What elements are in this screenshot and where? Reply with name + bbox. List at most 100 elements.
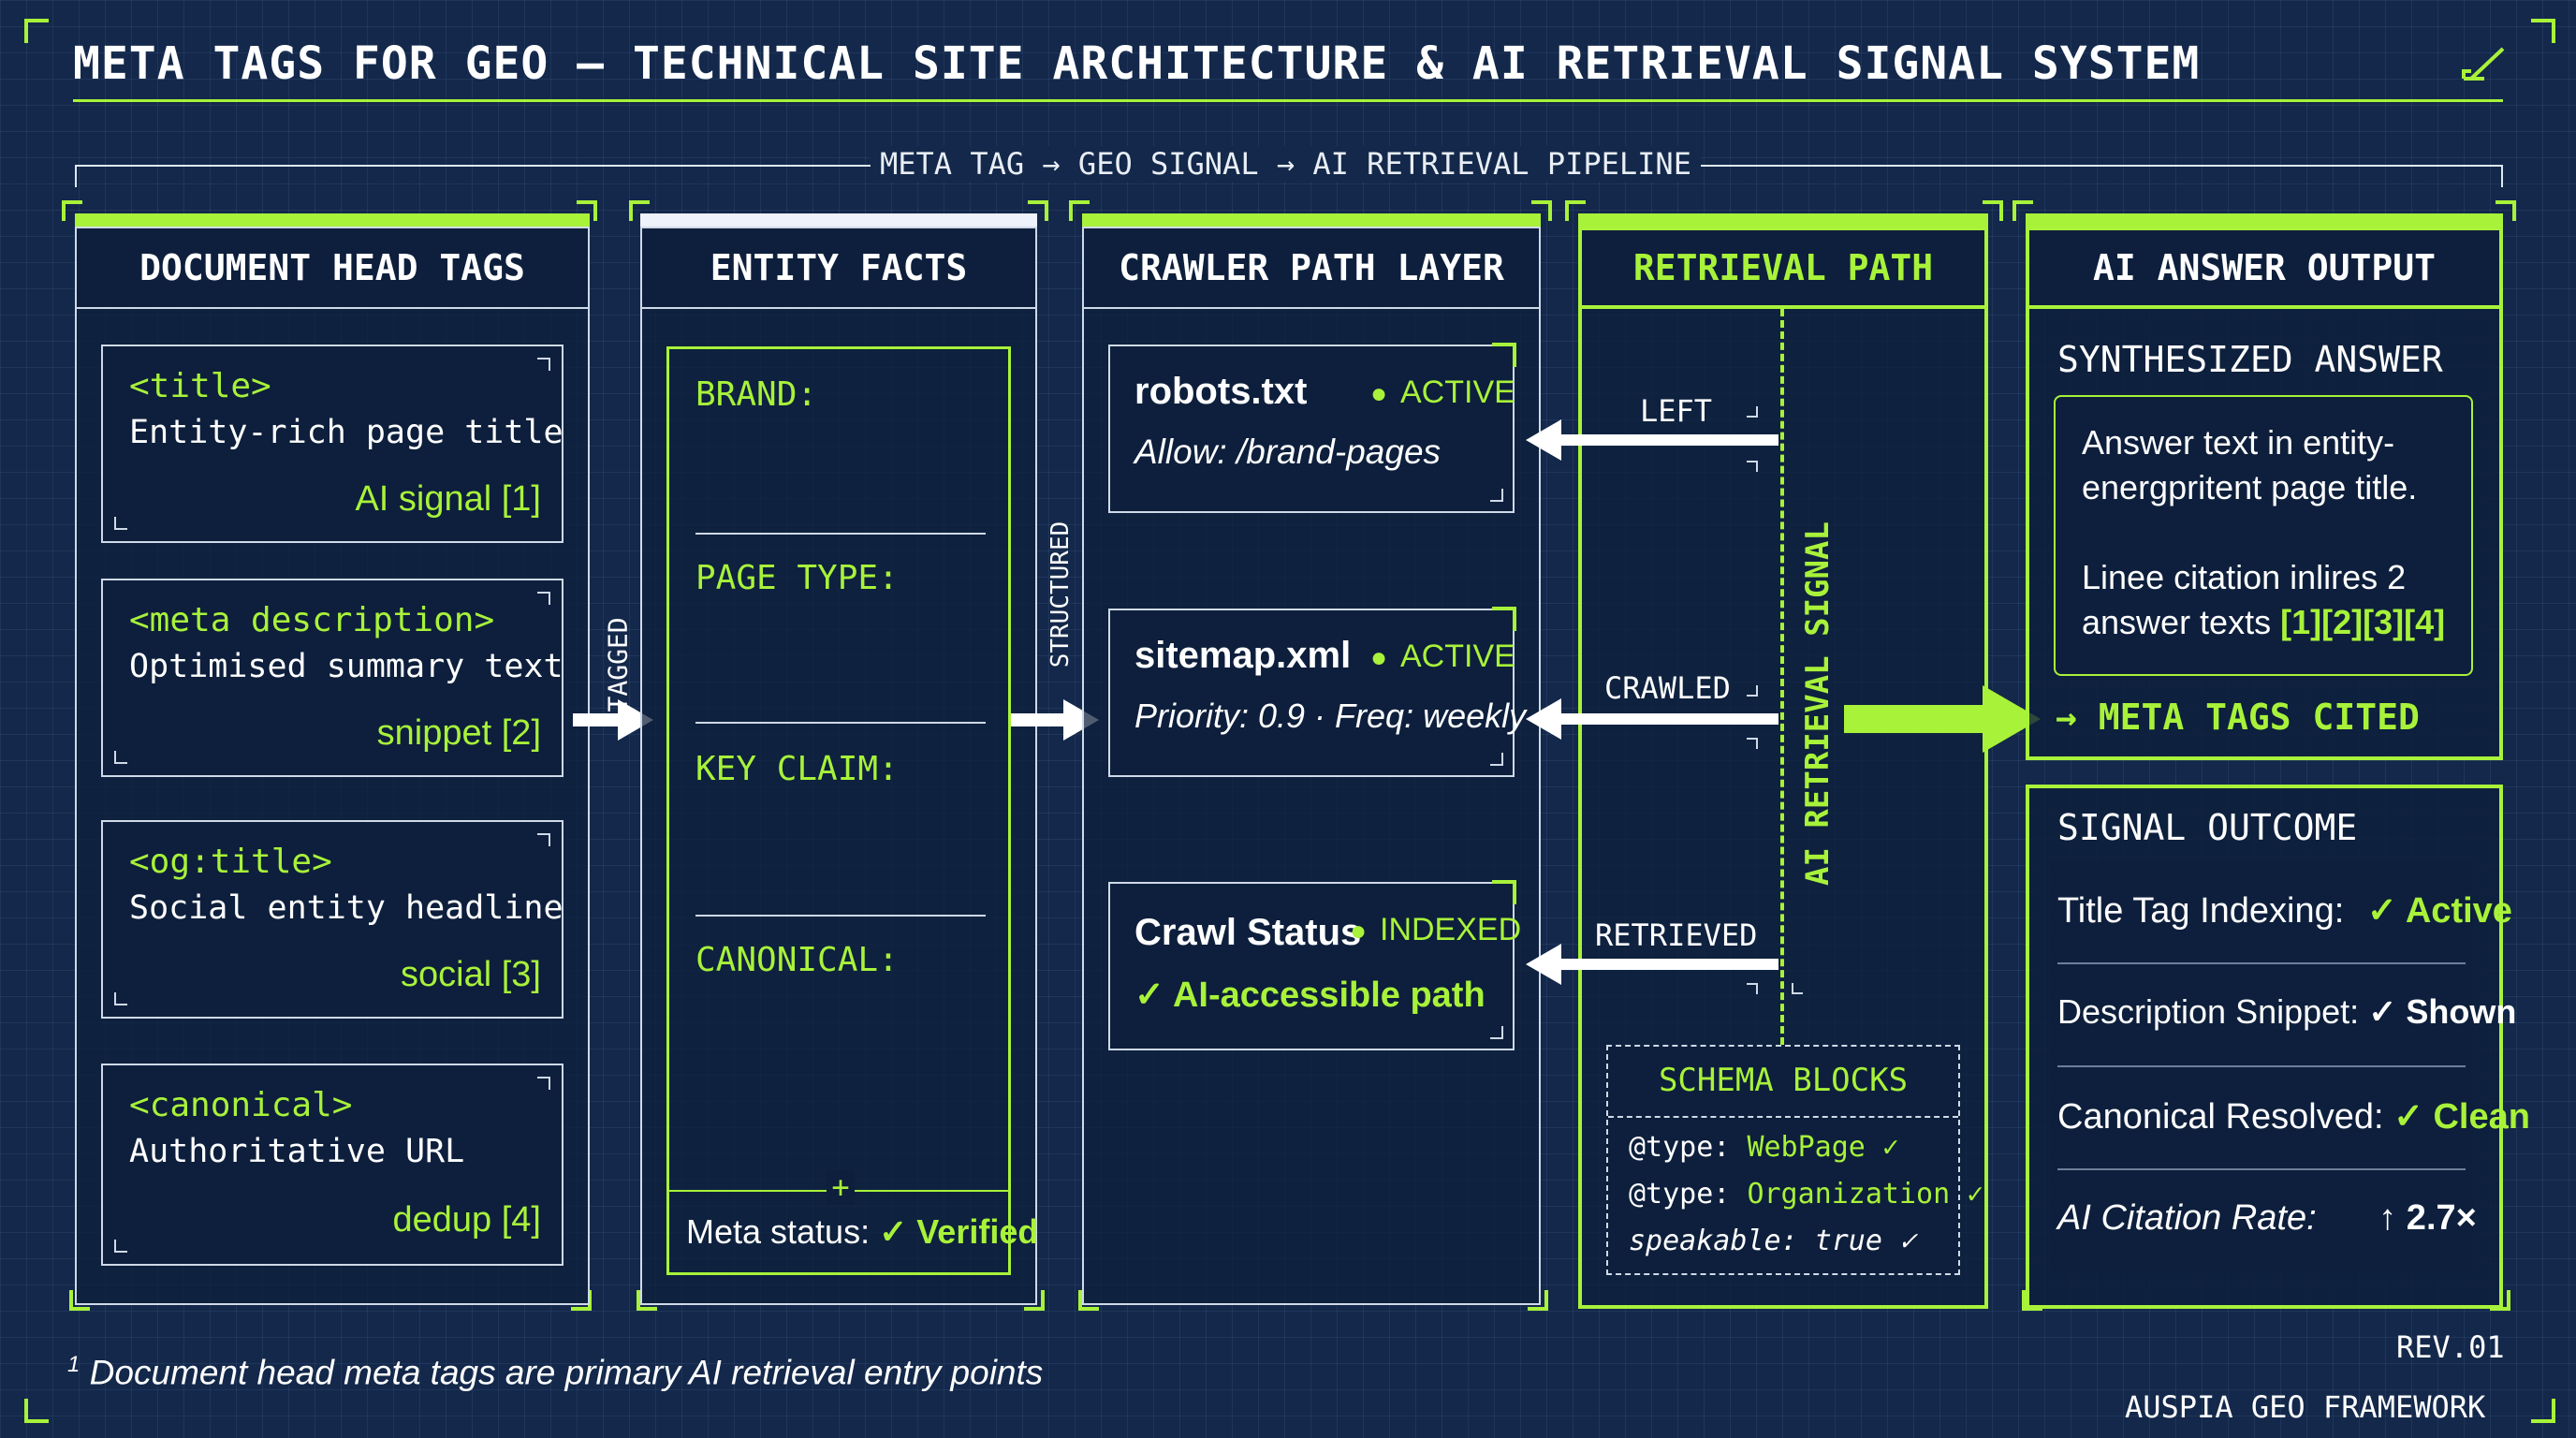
framework-label: AUSPIA GEO FRAMEWORK — [2125, 1389, 2486, 1425]
pipeline-label: META TAG → GEO SIGNAL → AI RETRIEVAL PIP… — [871, 146, 1701, 182]
schema-title: SCHEMA BLOCKS — [1658, 1062, 1909, 1099]
schema-row: speakable: true ✓ — [1629, 1225, 1916, 1257]
column-bar — [2026, 213, 2503, 227]
schema-value: WebPage ✓ — [1747, 1131, 1899, 1164]
tag-desc: Optimised summary text — [129, 648, 564, 685]
meta-status: Meta status: ✓ Verified — [686, 1212, 1038, 1252]
column-bar — [75, 213, 590, 227]
col2-corner-tr — [1028, 200, 1048, 221]
bracket-mark — [1747, 406, 1758, 418]
answer-refs: [1][2][3][4] — [2280, 603, 2446, 641]
tag-name: <meta description> — [129, 601, 495, 639]
col4-corner-tr — [1983, 200, 2003, 221]
head-tag-card-og-title: <og:title> Social entity headline social… — [101, 820, 564, 1019]
outcome-value: ↑ 2.7× — [2378, 1198, 2477, 1238]
outcome-divider — [2057, 1168, 2466, 1170]
outcome-label: AI Citation Rate: — [2057, 1198, 2317, 1238]
card-corner — [1492, 880, 1516, 904]
tag-name: <title> — [129, 367, 271, 405]
crawler-card-detail: ✓ AI-accessible path — [1134, 976, 1486, 1015]
column-entity-facts — [640, 213, 1037, 1305]
connector-label-structured: STRUCTURED — [1046, 521, 1075, 668]
page-title: META TAGS FOR GEO — TECHNICAL SITE ARCHI… — [73, 37, 2201, 90]
crawler-card-status: INDEXED — [1380, 912, 1522, 947]
connector-arrow-tagged — [573, 713, 620, 726]
col1-corner-tr — [577, 200, 597, 221]
card-corner — [537, 1077, 550, 1090]
tag-desc: Entity-rich page title — [129, 414, 564, 451]
card-corner — [114, 992, 127, 1005]
col1-corner-br — [571, 1290, 592, 1311]
fact-divider — [695, 915, 986, 917]
outcome-label: Description Snippet: — [2057, 992, 2360, 1031]
column-title: AI ANSWER OUTPUT — [2026, 227, 2503, 309]
card-corner — [1492, 343, 1516, 367]
tag-name: <og:title> — [129, 843, 332, 881]
arrowhead-icon — [1526, 419, 1561, 461]
column-title: ENTITY FACTS — [640, 227, 1037, 309]
status-dot-icon: ● — [1370, 378, 1388, 409]
fact-divider — [695, 722, 986, 724]
retrieval-signal-line — [1780, 309, 1784, 1045]
schema-value: Organization ✓ — [1747, 1178, 1984, 1211]
column-bar — [640, 213, 1037, 227]
crawler-card-detail: Priority: 0.9 · Freq: weekly — [1134, 697, 1527, 735]
col2-corner-br — [1024, 1290, 1045, 1311]
footnote-text: Document head meta tags are primary AI r… — [89, 1353, 1044, 1392]
fact-label-canonical: CANONICAL: — [695, 941, 899, 979]
frame-corner-tr — [2531, 19, 2555, 43]
schema-row: @type: WebPage ✓ — [1629, 1131, 1899, 1164]
col5-corner-tl — [2012, 200, 2033, 221]
col5-corner-bl — [2022, 1290, 2042, 1311]
arrowhead-icon — [1526, 698, 1561, 740]
answer-heading: SYNTHESIZED ANSWER — [2057, 339, 2443, 380]
fact-label-page-type: PAGE TYPE: — [695, 559, 899, 597]
retrieval-arrow-crawled — [1558, 713, 1778, 725]
retrieval-arrow-left — [1558, 434, 1778, 446]
col4-corner-tl — [1565, 200, 1586, 221]
col2-corner-bl — [637, 1290, 657, 1311]
card-corner — [537, 833, 550, 846]
crawler-card-detail: Allow: /brand-pages — [1134, 433, 1442, 471]
outcome-row: Title Tag Indexing: ✓ Active — [2057, 889, 2512, 932]
crawler-card-name: Crawl Status — [1134, 912, 1362, 953]
outcome-label: Title Tag Indexing: — [2057, 891, 2345, 931]
outcome-value: ✓ Clean — [2393, 1097, 2530, 1137]
crawler-card-status: ACTIVE — [1400, 374, 1515, 410]
column-bar — [1578, 213, 1988, 227]
outcome-divider — [2057, 962, 2466, 964]
col5-corner-tr — [2496, 200, 2516, 221]
card-corner — [114, 1240, 127, 1253]
answer-line: energpritent page title. — [2082, 468, 2418, 506]
outcome-list: Title Tag Indexing: ✓ Active Description… — [2050, 861, 2530, 1273]
bracket-mark — [1747, 983, 1758, 994]
arrowhead-icon — [1526, 944, 1561, 985]
crawler-card-status: Crawl Status ● INDEXED ✓ AI-accessible p… — [1108, 880, 1521, 1050]
outcome-row: Canonical Resolved: ✓ Clean — [2057, 1095, 2530, 1137]
meta-status-label: Meta status: — [686, 1212, 871, 1251]
answer-line: Answer text in entity- — [2082, 423, 2395, 462]
col1-corner-bl — [69, 1290, 90, 1311]
outcome-divider — [2057, 1065, 2466, 1067]
crawler-card-name: sitemap.xml — [1134, 635, 1352, 676]
outcome-row: Description Snippet: ✓ Shown — [2057, 992, 2516, 1032]
answer-line-refs: answer texts [1][2][3][4] — [2082, 603, 2445, 642]
schema-key: @type: — [1629, 1178, 1731, 1211]
title-rule — [73, 99, 2503, 102]
fact-label-brand: BRAND: — [695, 375, 818, 414]
outcome-label: Canonical Resolved: — [2057, 1097, 2384, 1137]
col3-corner-bl — [1078, 1290, 1099, 1311]
plus-icon: + — [827, 1169, 855, 1205]
card-corner — [1490, 753, 1503, 766]
output-arrow — [1844, 705, 1994, 733]
card-corner — [1490, 489, 1503, 502]
frame-corner-br — [2531, 1399, 2555, 1423]
outcome-value: ✓ Active — [2366, 891, 2512, 931]
head-tag-card-canonical: <canonical> Authoritative URL dedup [4] — [101, 1064, 564, 1266]
card-corner — [1490, 1026, 1503, 1039]
col3-corner-tl — [1069, 200, 1090, 221]
column-title: DOCUMENT HEAD TAGS — [75, 227, 590, 309]
entity-facts-box: BRAND: PAGE TYPE: KEY CLAIM: CANONICAL: … — [666, 346, 1038, 1275]
revision-label: REV.01 — [2396, 1329, 2505, 1365]
path-label-left: LEFT — [1640, 393, 1713, 429]
